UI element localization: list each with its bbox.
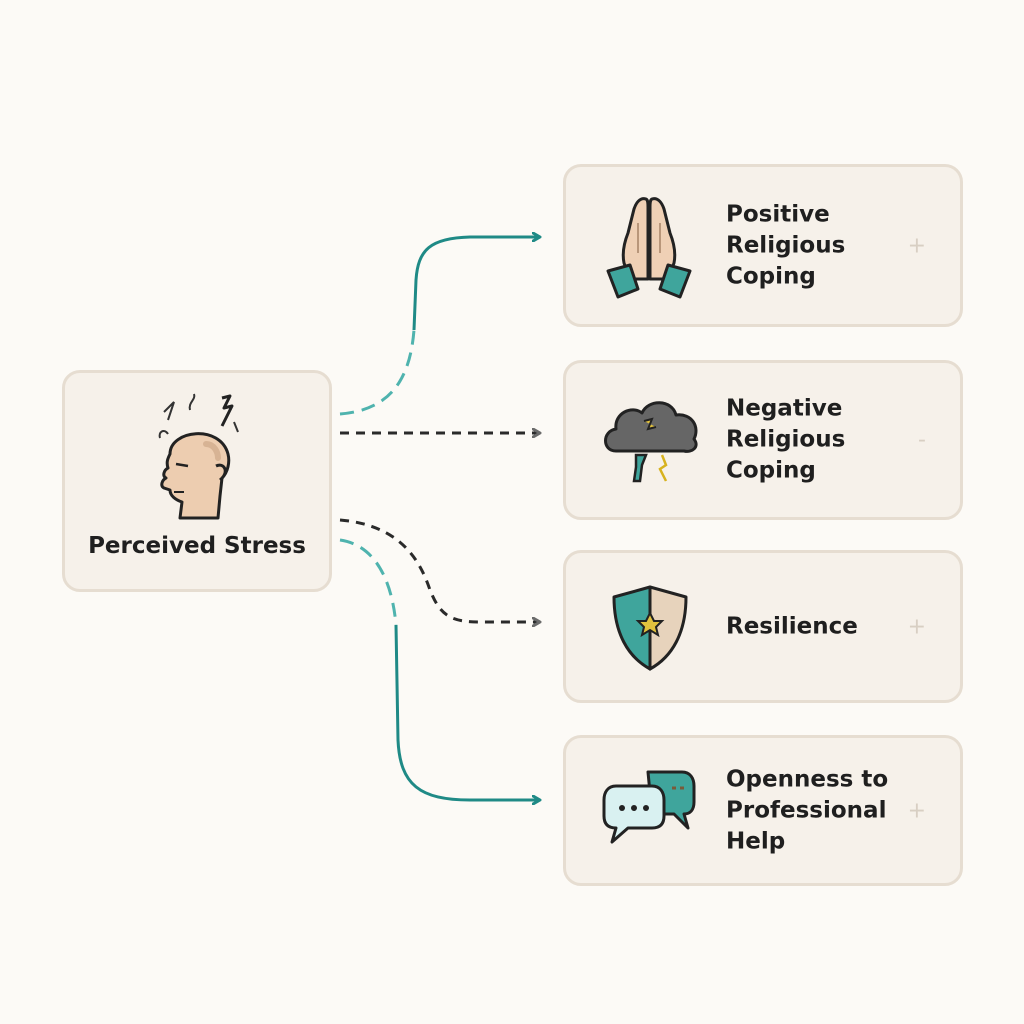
source-label: Perceived Stress xyxy=(88,533,306,559)
target-node-openness: Openness to Professional Help + xyxy=(563,735,963,886)
target-label: Negative Religious Coping xyxy=(726,395,846,484)
effect-sign: + xyxy=(907,798,926,823)
target-label: Resilience xyxy=(726,613,858,639)
connector-openness-dashed xyxy=(339,538,398,626)
target-node-resilience: Resilience + xyxy=(563,550,963,703)
target-label: Positive Religious Coping xyxy=(726,201,846,289)
connector-resilience xyxy=(339,518,540,622)
target-label: Openness to Professional Help xyxy=(726,766,889,854)
speech-bubbles-icon xyxy=(602,770,696,844)
effect-sign: + xyxy=(907,233,926,258)
connector-openness-solid xyxy=(394,624,540,800)
connector-positive-coping xyxy=(339,329,416,416)
storm-cloud-icon xyxy=(604,401,698,483)
target-node-positive-coping: Positive Religious Coping + xyxy=(563,164,963,327)
connector-positive-coping-solid xyxy=(412,237,540,331)
effect-sign: + xyxy=(907,614,926,639)
effect-sign: - xyxy=(918,427,926,453)
shield-icon xyxy=(612,585,688,671)
stressed-head-icon xyxy=(158,393,239,520)
target-node-negative-coping: Negative Religious Coping - xyxy=(563,360,963,520)
praying-hands-icon xyxy=(606,197,692,299)
